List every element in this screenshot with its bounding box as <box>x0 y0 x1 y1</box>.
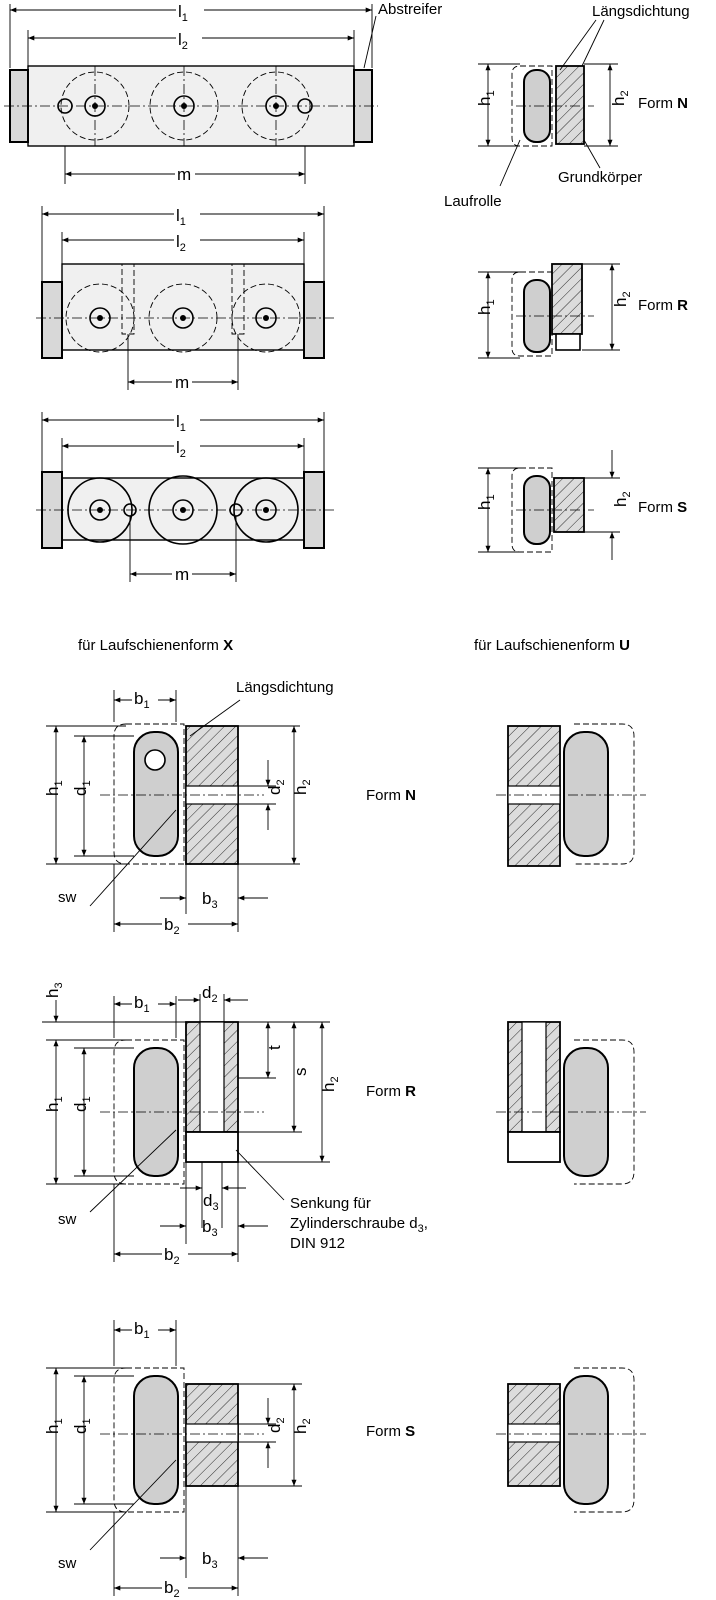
roller-wheel-icon <box>241 66 311 146</box>
dim-h3-xr: h3 <box>43 982 65 998</box>
roller-wheel-icon <box>563 1375 609 1505</box>
dim-b2-xr: b2 <box>164 1245 180 1267</box>
dim-m: m <box>177 165 191 184</box>
roller-wheel-icon <box>233 477 299 543</box>
dim-d3-xr: d3 <box>203 1191 219 1213</box>
section-u-form-n <box>496 723 646 867</box>
side-view-form-n: h1 h2 Form N Längsdichtung Grundkörper L… <box>444 3 690 210</box>
dim-h1-xn: h1 <box>43 780 65 796</box>
section-x-form-s: h1 d1 b1 d2 h2 b3 b2 sw Form S <box>43 1319 415 1600</box>
roller-wheel-icon <box>563 731 609 857</box>
dim-h2-xn: h2 <box>291 779 313 795</box>
roller-wheel-icon <box>133 1375 179 1505</box>
label-senkung-line3: DIN 912 <box>290 1235 345 1252</box>
dim-m-s: m <box>175 565 189 584</box>
dim-l2-s: l2 <box>176 438 186 460</box>
label-form-s: Form S <box>638 499 687 516</box>
roller-wheel-icon <box>231 283 301 353</box>
section-x-form-r: h1 d1 h3 b1 d2 t s h2 d3 b3 b2 <box>42 982 428 1267</box>
dim-h2-xr: h2 <box>319 1076 341 1092</box>
dim-b2-xs: b2 <box>164 1578 180 1600</box>
dim-b1-xr: b1 <box>134 993 150 1015</box>
dim-b1-xn: b1 <box>134 689 150 711</box>
dim-b3-xn: b3 <box>202 889 218 911</box>
dim-b1-xs: b1 <box>134 1319 150 1341</box>
roller-wheel-icon <box>67 477 133 543</box>
section-title-x: für Laufschienenform X <box>78 637 233 654</box>
carriage-top-view-n: l1 l2 m Abstreifer <box>4 0 442 184</box>
dim-d2-xs: d2 <box>265 1417 287 1433</box>
dim-t-xr: t <box>265 1045 284 1050</box>
dim-d2-xr: d2 <box>202 983 218 1005</box>
roller-wheel-icon <box>149 66 219 146</box>
section-x-form-n: h1 d1 d2 h2 b1 Längsdichtung b3 b2 sw Fo… <box>43 679 416 937</box>
dim-l1-r: l1 <box>176 206 186 228</box>
dim-b3-xr: b3 <box>202 1217 218 1239</box>
dim-h2-s: h2 <box>611 491 633 507</box>
dim-d1-xn: d1 <box>71 780 93 796</box>
dim-l2: l2 <box>178 30 188 52</box>
dim-s-xr: s <box>291 1068 310 1077</box>
label-abstreifer: Abstreifer <box>378 1 442 18</box>
label-form-r-x: Form R <box>366 1083 416 1100</box>
dim-l2-r: l2 <box>176 232 186 254</box>
carriage-top-view-s: l1 l2 m <box>36 410 334 584</box>
label-laengsdichtung-top: Längsdichtung <box>592 3 690 20</box>
roller-wheel-icon <box>148 475 218 545</box>
roller-wheel-icon <box>148 283 218 353</box>
label-sw-xr: sw <box>58 1211 77 1228</box>
label-form-r: Form R <box>638 297 688 314</box>
section-title-u: für Laufschienenform U <box>474 637 630 654</box>
label-form-n-x: Form N <box>366 787 416 804</box>
dim-h1-xs: h1 <box>43 1418 65 1434</box>
dim-b2-xn: b2 <box>164 915 180 937</box>
dim-h2-xs: h2 <box>291 1418 313 1434</box>
label-sw-xn: sw <box>58 889 77 906</box>
label-laengsdichtung-x: Längsdichtung <box>236 679 334 696</box>
dim-h1: h1 <box>475 90 497 106</box>
side-view-form-r: h1 h2 Form R <box>475 263 688 359</box>
dim-h1-r: h1 <box>475 299 497 315</box>
label-laufrolle: Laufrolle <box>444 193 502 210</box>
label-grundkoerper: Grundkörper <box>558 169 642 186</box>
dim-h2: h2 <box>609 90 631 106</box>
label-form-n: Form N <box>638 95 688 112</box>
dim-h1-xr: h1 <box>43 1096 65 1112</box>
dim-b3-xs: b3 <box>202 1549 218 1571</box>
dim-d2-xn: d2 <box>265 779 287 795</box>
dim-d1-xs: d1 <box>71 1418 93 1434</box>
dim-l1-s: l1 <box>176 412 186 434</box>
section-u-form-s <box>496 1367 646 1513</box>
dim-d1-xr: d1 <box>71 1096 93 1112</box>
roller-wheel-icon <box>60 66 130 146</box>
dim-l1: l1 <box>178 2 188 24</box>
section-u-form-r <box>496 1021 646 1185</box>
label-senkung-line2: Zylinderschraube d3, <box>290 1215 428 1235</box>
dim-h2-r: h2 <box>611 291 633 307</box>
label-senkung-line1: Senkung für <box>290 1195 371 1212</box>
label-form-s-x: Form S <box>366 1423 415 1440</box>
dim-h1-s: h1 <box>475 494 497 510</box>
label-sw-xs: sw <box>58 1555 77 1572</box>
dim-m-r: m <box>175 373 189 392</box>
side-view-form-s: h1 h2 Form S <box>475 450 687 560</box>
carriage-top-view-r: l1 l2 m <box>36 204 334 392</box>
